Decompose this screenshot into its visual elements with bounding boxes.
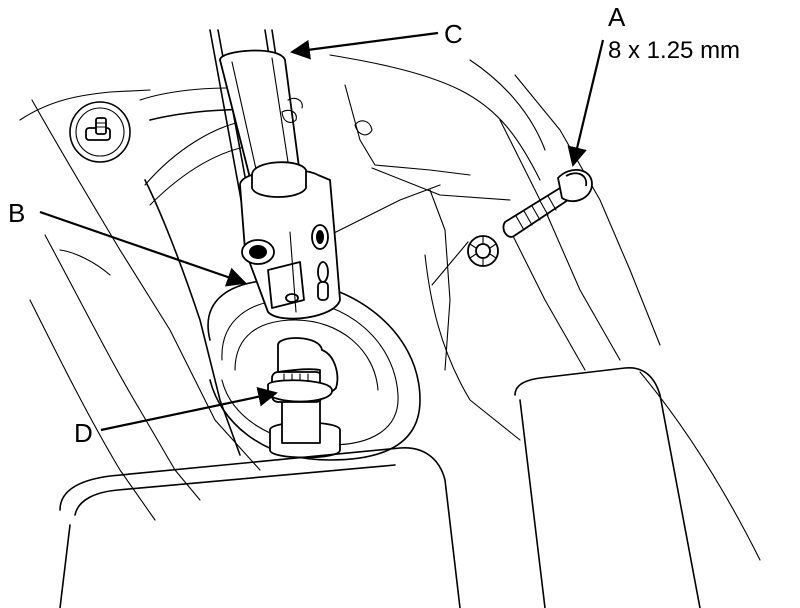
knee-panels [59, 367, 761, 608]
dashboard-outline [19, 54, 661, 521]
lock-washer [467, 235, 499, 267]
joint-bolt [502, 169, 593, 238]
stud-bolt [69, 101, 131, 163]
leader-a [567, 39, 605, 167]
leader-d [100, 387, 278, 432]
callout-d-label: D [74, 418, 93, 448]
leader-a-washer [431, 241, 469, 286]
callout-b-label: B [8, 198, 25, 228]
callout-c-label: C [444, 19, 463, 49]
callout-a-label: A [608, 2, 626, 32]
lower-shaft [267, 337, 341, 459]
universal-joint [239, 161, 341, 320]
leader-c [290, 31, 439, 60]
leader-b [39, 210, 247, 287]
leader-lines [39, 31, 605, 432]
callout-a-spec: 8 x 1.25 mm [608, 37, 740, 64]
